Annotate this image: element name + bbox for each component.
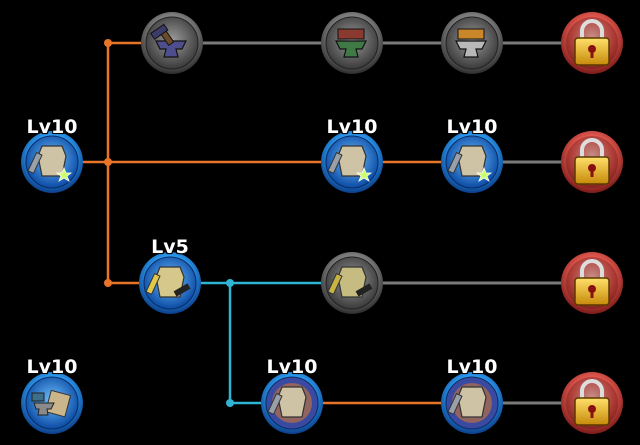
level-label: Lv10 [26,116,78,138]
scroll-anvil-icon [31,389,72,418]
armor-icon [327,145,373,182]
skill-node-armor-fire-right[interactable] [441,372,503,434]
level-label: Lv10 [266,356,318,378]
skill-node-anvil-gray[interactable] [141,12,203,74]
armor-icon [447,145,493,182]
skill-node-armor-hammer[interactable] [139,252,201,314]
locked-node-row4[interactable] [561,372,623,434]
skill-node-anvil-green[interactable] [321,12,383,74]
level-label: Lv10 [446,356,498,378]
skill-node-armor-star-mid[interactable] [321,131,383,193]
level-label: Lv10 [326,116,378,138]
armor-icon [447,386,487,418]
locked-node-row1[interactable] [561,12,623,74]
anvil-icon [335,28,367,58]
level-label: Lv5 [151,236,189,258]
locked-node-row2[interactable] [561,131,623,193]
junction-dot [104,279,112,287]
armor-icon [327,266,373,298]
lock-icon [574,19,610,66]
locked-node-row3[interactable] [561,252,623,314]
skill-node-armor-fire-mid[interactable] [261,372,323,434]
armor-icon [27,145,73,182]
armor-icon [267,386,307,418]
skill-node-anvil-gold[interactable] [441,12,503,74]
skill-node-armor-star-root[interactable] [21,131,83,193]
lock-icon [574,259,610,306]
armor-icon [145,266,191,298]
anvil-icon [455,28,487,58]
junction-dot [226,279,234,287]
level-label: Lv10 [446,116,498,138]
junction-dot [104,39,112,47]
lock-icon [574,138,610,185]
anvil-icon [150,23,187,58]
level-label: Lv10 [26,356,78,378]
skill-node-armor-star-right[interactable] [441,131,503,193]
connector-lines [52,39,592,407]
skill-node-forge-scroll[interactable] [21,372,83,434]
junction-dot [104,158,112,166]
skill-node-armor-hammer-gray[interactable] [321,252,383,314]
junction-dot [226,399,234,407]
lock-icon [574,379,610,426]
